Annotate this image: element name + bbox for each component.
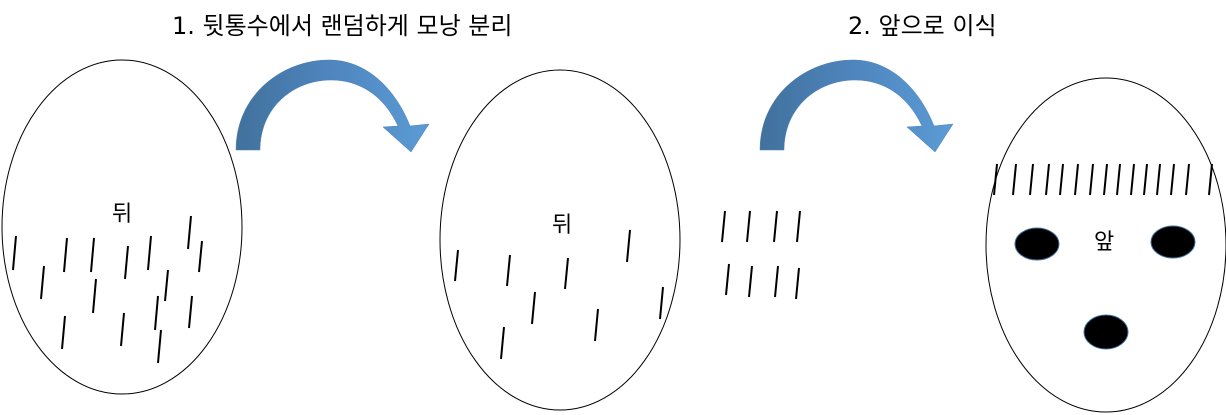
hair-strand-icon: [1029, 163, 1034, 196]
hair-strand-icon: [12, 235, 17, 271]
hair-strand-icon: [1012, 163, 1017, 196]
hair-strand-icon: [626, 229, 631, 263]
hair-strand-icon: [1103, 163, 1108, 196]
hair-strand-icon: [1089, 163, 1094, 196]
head-back-extracted: 뒤: [439, 69, 681, 411]
right-eye: [1150, 225, 1196, 259]
left-eye: [1014, 227, 1060, 261]
hair-follicles-donor: [12, 215, 203, 364]
hair-strand-icon: [1185, 163, 1190, 196]
hair-strand-icon: [564, 257, 569, 290]
hair-follicles-remaining: [454, 229, 664, 360]
hair-strand-icon: [198, 240, 203, 273]
head-back-original-label: 뒤: [112, 202, 132, 227]
hair-strand-icon: [795, 267, 800, 300]
hair-strand-icon: [1116, 163, 1121, 196]
step-1-label: 1. 뒷통수에서 랜덤하게 모낭 분리: [172, 12, 513, 40]
hair-strand-icon: [157, 329, 162, 364]
hair-strand-icon: [1170, 163, 1175, 196]
hair-strand-icon: [147, 235, 152, 271]
hair-strand-icon: [594, 308, 599, 342]
hair-strand-icon: [92, 278, 97, 314]
hair-strand-icon: [774, 265, 779, 298]
head-front: 앞: [985, 77, 1226, 413]
hair-strand-icon: [61, 315, 66, 350]
hair-strand-icon: [1059, 163, 1064, 196]
hair-strand-icon: [796, 210, 801, 243]
hair-strand-icon: [63, 237, 68, 273]
hair-strand-icon: [773, 210, 778, 243]
hair-strand-icon: [154, 295, 159, 331]
head-back-extracted-label: 뒤: [552, 213, 572, 238]
hair-strand-icon: [164, 269, 169, 302]
extracted-follicles: [721, 210, 801, 300]
hair-strand-icon: [1143, 163, 1148, 196]
hair-strand-icon: [120, 312, 125, 347]
hair-strand-icon: [188, 295, 193, 329]
hair-strand-icon: [725, 263, 730, 296]
curved-arrow-icon: [235, 59, 430, 153]
hair-strand-icon: [506, 254, 511, 287]
hair-strand-icon: [721, 210, 726, 243]
mouth: [1083, 314, 1129, 350]
hair-strand-icon: [90, 237, 95, 273]
hair-strand-icon: [993, 163, 998, 196]
hair-strand-icon: [1045, 163, 1050, 196]
hair-strand-icon: [500, 326, 505, 360]
step-2-label: 2. 앞으로 이식: [848, 12, 997, 40]
hair-strand-icon: [531, 291, 536, 325]
hair-strand-icon: [659, 286, 664, 320]
hair-strand-icon: [187, 215, 192, 250]
head-front-label: 앞: [1094, 230, 1114, 255]
curved-arrow-icon: [759, 59, 954, 153]
hair-strand-icon: [454, 249, 459, 282]
hair-strand-icon: [1130, 163, 1135, 196]
transplanted-hairline: [993, 163, 1213, 196]
hair-strand-icon: [124, 245, 129, 280]
hair-strand-icon: [1074, 163, 1079, 196]
hair-strand-icon: [748, 265, 753, 298]
hair-strand-icon: [40, 265, 45, 300]
hair-strand-icon: [1156, 163, 1161, 196]
head-back-original: 뒤: [1, 59, 243, 395]
hair-strand-icon: [1208, 163, 1213, 196]
hair-strand-icon: [746, 210, 751, 243]
